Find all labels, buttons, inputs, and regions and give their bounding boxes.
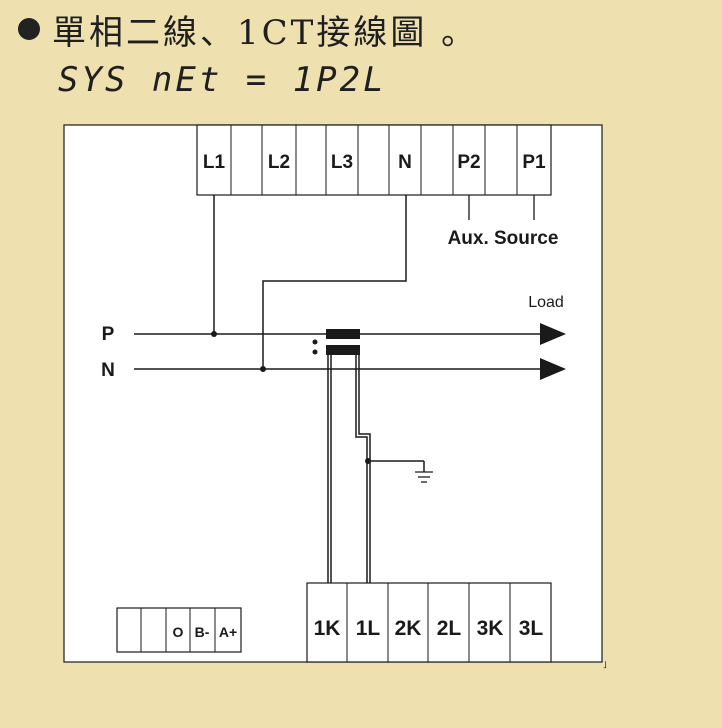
- phase-label: P: [102, 324, 115, 345]
- terminal-label-l1: L1: [203, 152, 226, 173]
- aux-source-label: Aux. Source: [448, 228, 559, 249]
- ct-secondary-wires: [327, 355, 425, 583]
- diagram-panel: [63, 124, 603, 663]
- current-transformer-icon: [312, 329, 360, 355]
- l1-wire: [211, 195, 217, 337]
- terminal-label-p2: P2: [457, 152, 480, 173]
- terminal-label-l3: L3: [331, 152, 353, 173]
- junction-dot: [365, 458, 371, 464]
- ct-terminal-2l: 2L: [437, 617, 462, 640]
- ct-terminal-block: [306, 582, 552, 663]
- bullet-icon: [18, 18, 40, 40]
- neutral-wire: [260, 195, 407, 372]
- comm-terminal-a-plus: A+: [219, 624, 237, 640]
- terminal-label-l2: L2: [268, 152, 290, 173]
- arrow-right-icon: [540, 358, 566, 380]
- title-line: 單相二線、1CT接線圖 。: [18, 4, 478, 54]
- neutral-line: [134, 358, 566, 380]
- top-terminal-block: [196, 124, 552, 196]
- terminal-label-n: N: [398, 152, 412, 173]
- page-title: 單相二線、1CT接線圖 。: [52, 12, 479, 53]
- arrow-right-icon: [540, 323, 566, 345]
- ct-terminal-1l: 1L: [356, 617, 381, 640]
- ct-terminal-3k: 3K: [477, 617, 504, 640]
- ground-icon: [415, 471, 433, 483]
- system-setting-label: SYS nEt = 1P2L: [58, 60, 387, 100]
- neutral-label: N: [101, 360, 115, 381]
- comm-terminal-o: O: [173, 624, 184, 640]
- ct-terminal-2k: 2K: [395, 617, 422, 640]
- aux-source-leads: [468, 195, 535, 220]
- ct-terminal-1k: 1K: [314, 617, 341, 640]
- load-label: Load: [528, 294, 564, 311]
- comm-terminal-block: [116, 607, 242, 653]
- terminal-label-p1: P1: [522, 152, 546, 173]
- comm-terminal-b-minus: B-: [195, 624, 210, 640]
- corner-mark: ˩: [603, 660, 607, 671]
- ct-terminal-3l: 3L: [519, 617, 544, 640]
